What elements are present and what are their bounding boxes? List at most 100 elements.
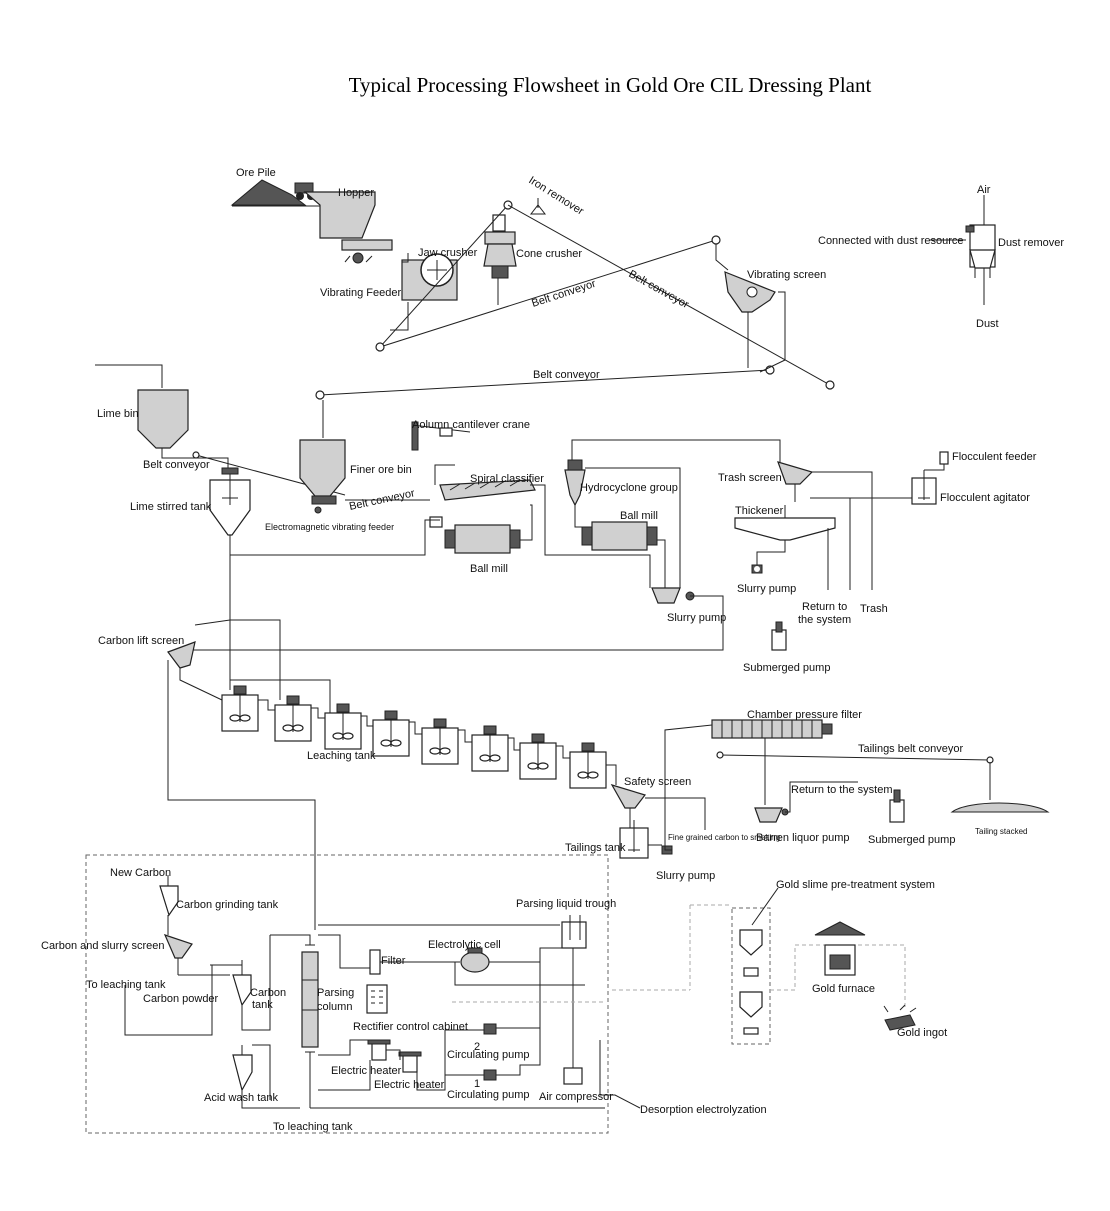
- trash-screen-icon: [777, 461, 814, 485]
- label-trash: Trash: [860, 603, 888, 615]
- acid-wash-tank-icon: [232, 1045, 253, 1092]
- jaw-crusher-icon: [401, 253, 458, 301]
- lime-bin-icon: [95, 364, 189, 449]
- label-ball-mill-1: Ball mill: [470, 563, 508, 575]
- belt-conveyors: [192, 200, 835, 496]
- label-leaching-tank: Leaching tank: [307, 750, 376, 762]
- gold-ingot-icon: [883, 1004, 917, 1031]
- label-iron-remover: Iron remover: [526, 174, 586, 217]
- label-belt-conveyor-3: Belt conveyor: [533, 369, 600, 381]
- label-spiral-classifier: Spiral classifier: [470, 473, 544, 485]
- label-gold-slime: Gold slime pre-treatment system: [776, 879, 935, 891]
- label-desorption: Desorption electrolyzation: [640, 1104, 767, 1116]
- label-num-2: 2: [474, 1041, 480, 1053]
- electric-heater-1-icon: [367, 1039, 391, 1061]
- label-carbon-tank-1: Carbon: [250, 987, 286, 999]
- leaching-tank-8: [569, 742, 607, 789]
- label-gold-furnace: Gold furnace: [812, 983, 875, 995]
- electric-heater-2-icon: [398, 1051, 422, 1073]
- label-return-system-1: Return to: [802, 601, 847, 613]
- circulating-pump-2-icon: [483, 1023, 497, 1035]
- label-lime-stirred-tank: Lime stirred tank: [130, 501, 212, 513]
- label-barren-pump: Barren liquor pump: [756, 832, 850, 844]
- label-air: Air: [977, 184, 991, 196]
- label-parsing-trough: Parsing liquid trough: [516, 898, 616, 910]
- label-hydrocyclone-group: Hydrocyclone group: [580, 482, 678, 494]
- crushing-flow-lines: [390, 195, 985, 373]
- label-carbon-grinding: Carbon grinding tank: [176, 899, 279, 911]
- label-tailings-tank: Tailings tank: [565, 842, 626, 854]
- label-parsing-column-2: column: [317, 1001, 352, 1013]
- label-carbon-tank-2: tank: [252, 999, 273, 1011]
- submerged-pump-1-icon: [771, 621, 787, 651]
- leaching-tank-1: [221, 685, 259, 732]
- spiral-classifier-icon: [439, 479, 536, 501]
- leaching-tank-5: [421, 718, 459, 765]
- slurry-pump-2-icon: [751, 564, 763, 574]
- label-cone-crusher: Cone crusher: [516, 248, 582, 260]
- hopper-icon: [232, 191, 376, 239]
- submerged-pump-2-icon: [889, 789, 905, 823]
- label-vibrating-feeder: Vibrating Feeder: [320, 287, 401, 299]
- carbon-lift-screen-icon: [167, 619, 231, 669]
- tailings-tank-icon: [619, 820, 649, 859]
- label-ore-pile: Ore Pile: [236, 167, 276, 179]
- cone-crusher-icon: [483, 214, 517, 279]
- label-em-vibrating-feeder: Electromagnetic vibrating feeder: [265, 522, 394, 532]
- label-column-crane: Aolumn cantilever crane: [412, 419, 530, 431]
- ore-pile-icon: [230, 179, 315, 206]
- label-carbon-lift-screen: Carbon lift screen: [98, 635, 184, 647]
- label-electric-heater-2: Electric heater: [374, 1079, 445, 1091]
- label-lime-bin: Lime bin: [97, 408, 139, 420]
- label-return-system-2: the system: [798, 614, 851, 626]
- diagram-title: Typical Processing Flowsheet in Gold Ore…: [349, 73, 872, 97]
- hydrocyclone-icon: [564, 459, 586, 507]
- label-flocculent-feeder: Flocculent feeder: [952, 451, 1037, 463]
- parsing-column-icon: [301, 944, 319, 1053]
- circulating-pump-1-icon: [483, 1069, 497, 1081]
- label-tailing-stacked: Tailing stacked: [975, 827, 1027, 836]
- ball-mill-1-icon: [429, 516, 521, 554]
- barren-pump-icon: [754, 807, 789, 823]
- carbon-grinding-tank-icon: [159, 875, 179, 917]
- label-vibrating-screen: Vibrating screen: [747, 269, 826, 281]
- leaching-tanks: [221, 685, 607, 789]
- air-compressor-icon: [563, 1067, 583, 1085]
- gold-slime-system: [452, 887, 906, 1045]
- dust-remover-icon: [965, 224, 996, 278]
- tailing-pile-icon: [950, 802, 1050, 813]
- label-hopper: Hopper: [338, 187, 374, 199]
- vibrating-screen-icon: [724, 271, 776, 313]
- label-slurry-pump-3: Slurry pump: [656, 870, 715, 882]
- label-submerged-pump-2: Submerged pump: [868, 834, 955, 846]
- label-electric-heater-1: Electric heater: [331, 1065, 402, 1077]
- carbon-slurry-screen-icon: [163, 915, 193, 975]
- label-trash-screen: Trash screen: [718, 472, 782, 484]
- label-submerged-pump-1: Submerged pump: [743, 662, 830, 674]
- label-fine-carbon: Fine grained carbon to smelting: [668, 833, 780, 842]
- iron-remover-icon: [529, 198, 547, 215]
- desorption-flow-lines: [124, 924, 641, 1109]
- gold-furnace-icon: [814, 921, 866, 976]
- parsing-trough-icon: [561, 915, 587, 949]
- label-connected-dust: Connected with dust resource: [818, 235, 964, 247]
- label-acid-wash: Acid wash tank: [204, 1092, 278, 1104]
- label-thickener: Thickener: [735, 505, 784, 517]
- slurry-pump-1-icon: [651, 587, 695, 604]
- label-belt-conveyor-4: Belt conveyor: [143, 459, 210, 471]
- label-belt-conveyor-1: Belt conveyor: [530, 278, 597, 310]
- leaching-tank-6: [471, 725, 509, 772]
- leaching-tank-7: [519, 733, 557, 780]
- lime-stirred-tank-icon: [209, 467, 251, 536]
- label-slurry-pump-1: Slurry pump: [667, 612, 726, 624]
- label-belt-conveyor-2: Belt conveyor: [627, 268, 691, 311]
- label-carbon-powder: Carbon powder: [143, 993, 219, 1005]
- label-parsing-column-1: Parsing: [317, 987, 354, 999]
- label-flocculent-agitator: Flocculent agitator: [940, 492, 1030, 504]
- label-jaw-crusher: Jaw crusher: [418, 247, 478, 259]
- safety-screen-icon: [610, 783, 647, 809]
- chamber-filter-icon: [711, 719, 833, 739]
- label-circ-pump-1: Circulating pump: [447, 1089, 530, 1101]
